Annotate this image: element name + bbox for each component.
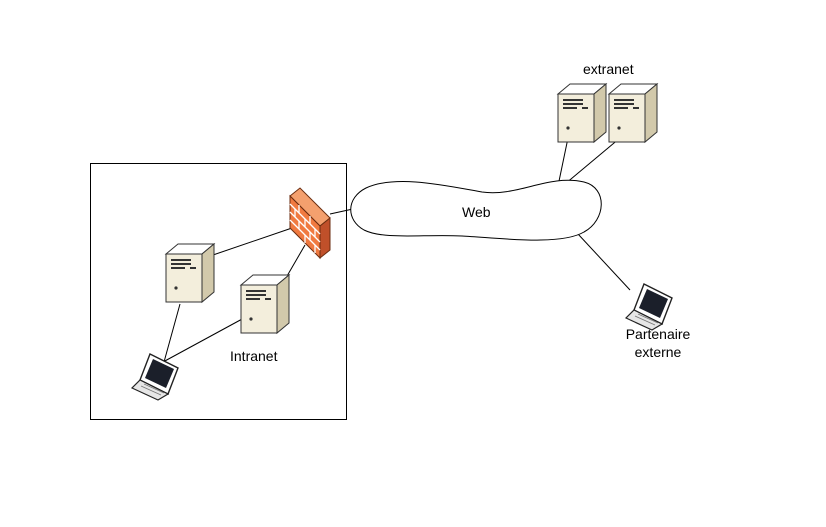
laptop-icon	[625, 283, 673, 331]
extranet-label: extranet	[583, 61, 634, 77]
server-icon	[240, 274, 290, 334]
network-links	[162, 137, 631, 363]
laptop-icon	[131, 353, 179, 401]
partner-label-line1: Partenaire	[626, 326, 691, 342]
server-icon	[557, 83, 607, 143]
cloud-icon	[350, 179, 602, 241]
firewall-icon	[289, 187, 331, 260]
server-icon	[608, 83, 658, 143]
intranet-label: Intranet	[230, 348, 278, 364]
server-icon	[165, 243, 215, 303]
web-label: Web	[462, 204, 491, 220]
intranet-zone	[90, 163, 347, 420]
partner-label-line2: externe	[635, 344, 682, 360]
